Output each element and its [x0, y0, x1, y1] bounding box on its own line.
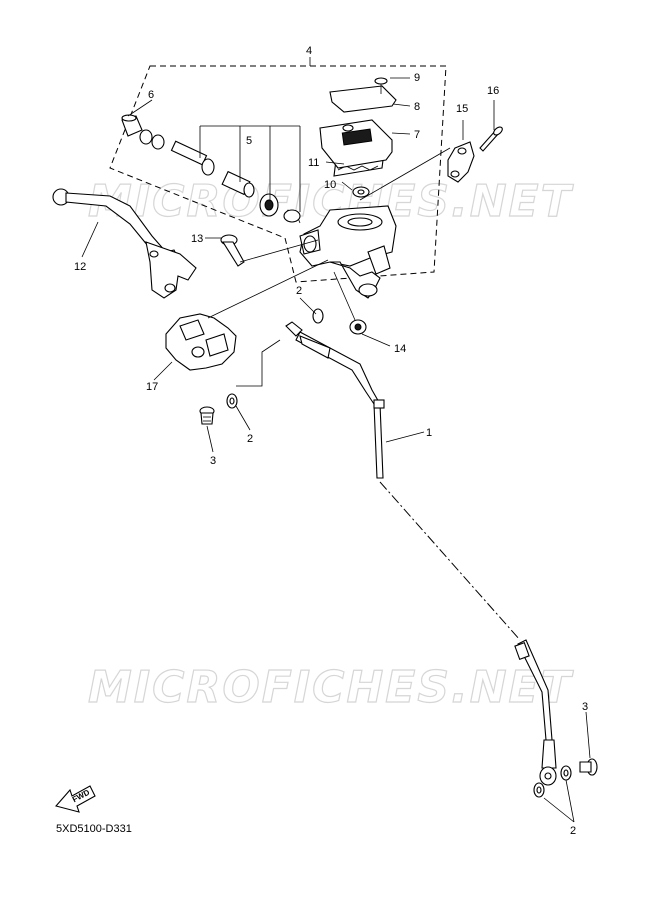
piston[interactable] — [221, 170, 255, 198]
copper-washer-left[interactable] — [226, 393, 238, 409]
piston-cup[interactable] — [259, 193, 279, 217]
union-bolt-lower[interactable] — [579, 758, 598, 776]
copper-washer-lower-a[interactable] — [560, 765, 572, 781]
callout-12: 12 — [74, 261, 86, 273]
callout-7: 7 — [414, 129, 420, 141]
callout-14: 14 — [394, 343, 406, 355]
nut-14[interactable] — [349, 319, 367, 335]
master-cylinder-assembly-outline — [109, 65, 447, 283]
copper-washer-upper[interactable] — [312, 308, 324, 324]
lever-holder[interactable] — [447, 141, 475, 183]
bolt-16[interactable] — [479, 125, 504, 152]
washer-10[interactable] — [352, 186, 370, 198]
cap-screw[interactable] — [374, 77, 388, 94]
watermark-bottom: MICROFICHES.NET — [88, 662, 574, 713]
callout-8: 8 — [414, 101, 420, 113]
boot[interactable] — [121, 114, 143, 137]
callout-10: 10 — [324, 179, 336, 191]
spring[interactable] — [283, 209, 301, 224]
reservoir-cap[interactable] — [329, 85, 397, 113]
callout-3-lower: 3 — [582, 701, 588, 713]
callouts: 4 6 5 9 8 7 11 10 15 16 12 13 2 14 17 2 … — [74, 45, 588, 837]
callout-2-lower: 2 — [570, 825, 576, 837]
circlip[interactable] — [139, 129, 165, 150]
callout-1: 1 — [426, 427, 432, 439]
handlebar-clamp[interactable] — [329, 261, 381, 299]
callout-11: 11 — [308, 157, 319, 169]
callout-2-left: 2 — [247, 433, 253, 445]
lever-guard[interactable] — [165, 313, 237, 371]
fwd-arrow-icon: FWD — [55, 785, 96, 813]
brake-hose[interactable] — [285, 321, 557, 786]
callout-5: 5 — [246, 135, 252, 147]
diagram-code: 5XD5100-D331 — [56, 823, 132, 835]
leader-lines — [81, 57, 591, 823]
callout-3-upper: 3 — [210, 455, 216, 467]
callout-17: 17 — [146, 381, 158, 393]
callout-15: 15 — [456, 103, 468, 115]
callout-6: 6 — [148, 89, 154, 101]
union-bolt-upper[interactable] — [199, 406, 215, 425]
reservoir-plate[interactable] — [319, 119, 393, 169]
callout-13: 13 — [191, 233, 203, 245]
master-cylinder-body[interactable] — [299, 205, 397, 275]
brake-lever[interactable] — [52, 188, 197, 299]
callout-4: 4 — [306, 45, 312, 57]
callout-16: 16 — [487, 85, 499, 97]
copper-washer-lower-b[interactable] — [533, 782, 545, 798]
piston-rod[interactable] — [170, 140, 215, 176]
pivot-bolt[interactable] — [220, 234, 245, 267]
callout-2-upper: 2 — [296, 285, 302, 297]
callout-9: 9 — [414, 72, 420, 84]
